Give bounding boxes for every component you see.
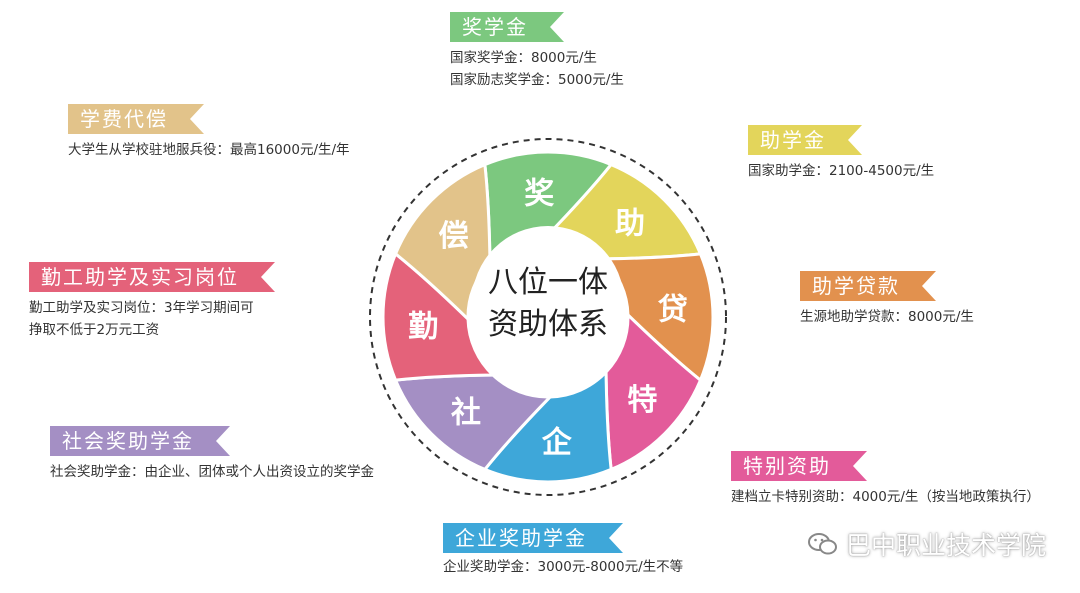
loan-block: 助学贷款 生源地助学贷款：8000元/生: [800, 271, 974, 328]
center-circle: [472, 226, 624, 378]
workstudy-line-1: 勤工助学及实习岗位：3年学习期间可: [29, 300, 254, 316]
wheel-segment-label: 贷: [658, 292, 688, 327]
watermark-text: 巴中职业技术学院: [845, 531, 1046, 560]
enterprise-block: 企业奖助学金 企业奖助学金：3000元-8000元/生不等: [443, 523, 683, 578]
dashed-outer-ring: [369, 138, 727, 496]
special-line-1: 建档立卡特别资助：4000元/生（按当地政策执行）: [731, 489, 1040, 505]
social-line-1: 社会奖助学金：由企业、团体或个人出资设立的奖学金: [50, 464, 374, 480]
grant-line-1: 国家助学金：2100-4500元/生: [748, 163, 935, 179]
wheel-segment-label: 助: [615, 207, 645, 242]
enterprise-tag: 企业奖助学金: [443, 523, 623, 553]
workstudy-block: 勤工助学及实习岗位 勤工助学及实习岗位：3年学习期间可 挣取不低于2万元工资: [29, 262, 275, 341]
grant-desc: 国家助学金：2100-4500元/生: [748, 160, 934, 182]
watermark: 巴中职业技术学院: [807, 526, 1046, 562]
tuition-line-1: 大学生从学校驻地服兵役：最高16000元/生/年: [68, 142, 350, 158]
scholarship-line-2: 国家励志奖学金：5000元/生: [450, 72, 624, 88]
enterprise-desc: 企业奖助学金：3000元-8000元/生不等: [443, 556, 683, 578]
social-tag: 社会奖助学金: [50, 426, 230, 456]
loan-title: 助学贷款: [812, 274, 900, 298]
tuition-tag: 学费代偿: [68, 104, 204, 134]
special-desc: 建档立卡特别资助：4000元/生（按当地政策执行）: [731, 486, 1040, 508]
grant-title: 助学金: [760, 128, 826, 152]
center-title-line2: 资助体系: [488, 307, 608, 342]
scholarship-block: 奖学金 国家奖学金：8000元/生 国家励志奖学金：5000元/生: [450, 12, 624, 91]
tuition-title: 学费代偿: [80, 107, 168, 131]
wheel-segment-label: 特: [627, 383, 657, 418]
wechat-icon: [807, 533, 837, 555]
workstudy-line-2: 挣取不低于2万元工资: [29, 322, 160, 338]
enterprise-line-1: 企业奖助学金：3000元-8000元/生不等: [443, 559, 684, 575]
special-title: 特别资助: [743, 454, 831, 478]
scholarship-desc: 国家奖学金：8000元/生 国家励志奖学金：5000元/生: [450, 47, 624, 91]
wheel-segment-label: 勤: [408, 310, 438, 345]
social-desc: 社会奖助学金：由企业、团体或个人出资设立的奖学金: [50, 461, 374, 483]
center-title-line1: 八位一体: [488, 265, 608, 300]
enterprise-title: 企业奖助学金: [455, 526, 587, 550]
wheel-segment-label: 企: [542, 426, 573, 461]
workstudy-tag: 勤工助学及实习岗位: [29, 262, 275, 292]
scholarship-line-1: 国家奖学金：8000元/生: [450, 50, 597, 66]
tuition-desc: 大学生从学校驻地服兵役：最高16000元/生/年: [68, 139, 350, 161]
workstudy-title: 勤工助学及实习岗位: [41, 265, 239, 289]
scholarship-title: 奖学金: [462, 15, 528, 39]
loan-line-1: 生源地助学贷款：8000元/生: [800, 309, 974, 325]
special-block: 特别资助 建档立卡特别资助：4000元/生（按当地政策执行）: [731, 451, 1040, 508]
scholarship-tag: 奖学金: [450, 12, 564, 42]
social-block: 社会奖助学金 社会奖助学金：由企业、团体或个人出资设立的奖学金: [50, 426, 374, 483]
grant-block: 助学金 国家助学金：2100-4500元/生: [748, 125, 934, 182]
wheel-segment-label: 奖: [524, 176, 554, 211]
loan-tag: 助学贷款: [800, 271, 936, 301]
tuition-block: 学费代偿 大学生从学校驻地服兵役：最高16000元/生/年: [68, 104, 350, 161]
wheel-segment-label: 社: [451, 395, 481, 430]
loan-desc: 生源地助学贷款：8000元/生: [800, 306, 974, 328]
wheel-segment: [393, 162, 492, 323]
workstudy-desc: 勤工助学及实习岗位：3年学习期间可 挣取不低于2万元工资: [29, 297, 275, 341]
wheel-segment-label: 偿: [439, 219, 469, 254]
social-title: 社会奖助学金: [62, 429, 194, 453]
grant-tag: 助学金: [748, 125, 862, 155]
special-tag: 特别资助: [731, 451, 867, 481]
